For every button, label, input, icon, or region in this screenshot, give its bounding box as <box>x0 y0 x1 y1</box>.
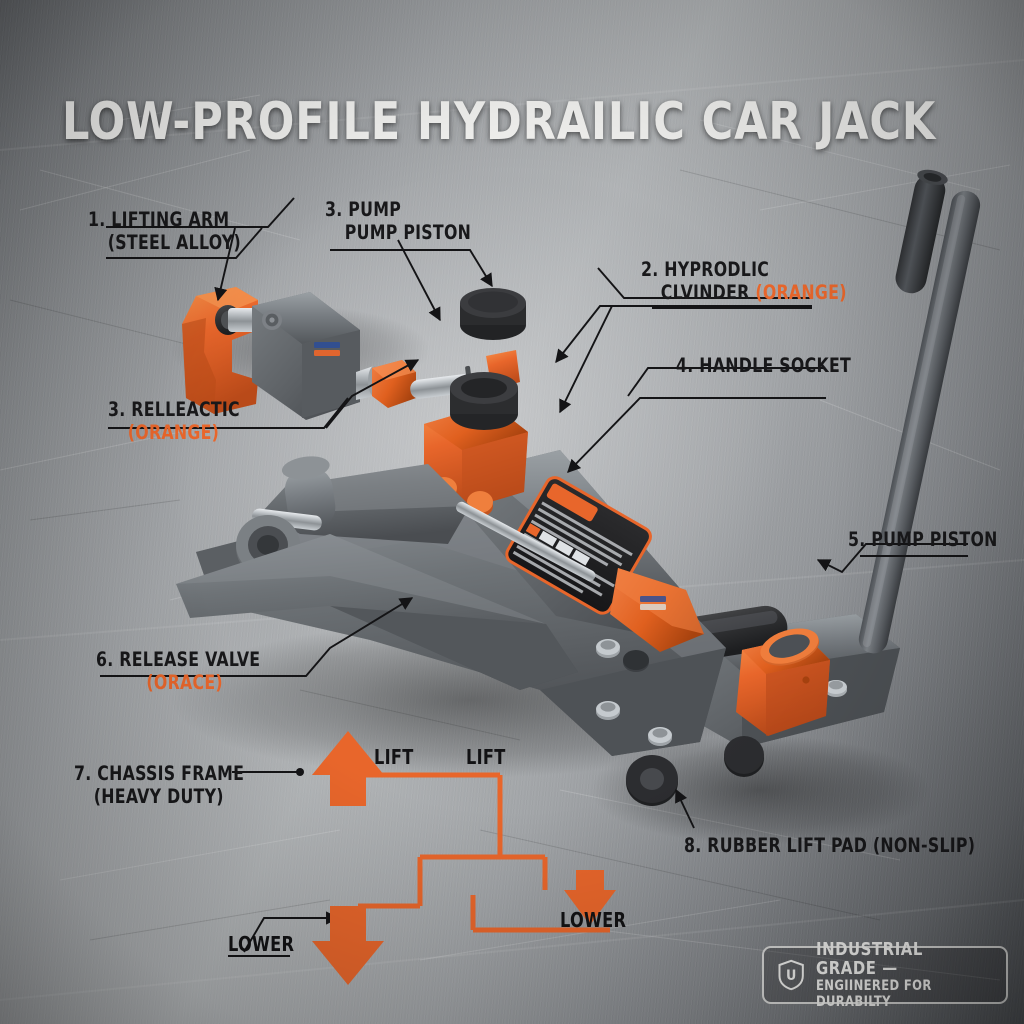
callout-pump-piston-top-line1: 3. PUMP <box>325 198 402 221</box>
badge-line-2: ENGIINERED FOR DURABILTY <box>816 978 933 1010</box>
flow-label-lift-left: LIFT <box>374 745 414 769</box>
callout-chassis-frame-line1: 7. CHASSIS FRAME <box>74 762 245 785</box>
callout-chassis-frame: 7. CHASSIS FRAME (HEAVY DUTY) <box>74 762 244 808</box>
callout-pump-piston-right: 5. PUMP PISTON <box>848 528 998 551</box>
callout-handle-socket: 4. HANDLE SOCKET <box>676 354 851 377</box>
handle-socket-assembly <box>736 628 830 736</box>
rear-caster <box>724 736 764 777</box>
callout-hydraulic-cylinder-line2-text: CLVINDER <box>660 281 750 304</box>
detached-rubber-pad <box>460 288 526 340</box>
callout-release-actuator-accent: (ORANGE) <box>127 421 220 444</box>
flow-label-lower-left: LOWER <box>228 932 295 956</box>
front-casters <box>626 755 678 806</box>
callout-rubber-lift-pad-line1: 8. RUBBER LIFT PAD (NON-SLIP) <box>684 834 976 857</box>
callout-release-valve-accent-wrap: (ORACE) <box>146 671 260 694</box>
shield-letter: U <box>786 968 796 984</box>
jack-handle <box>858 169 981 654</box>
callout-rubber-lift-pad: 8. RUBBER LIFT PAD (NON-SLIP) <box>684 834 975 857</box>
callout-release-valve-line1: 6. RELEASE VALVE <box>96 648 261 671</box>
callout-release-valve-accent: (ORACE) <box>146 671 223 694</box>
callout-pump-piston-top: 3. PUMP PUMP PISTON <box>325 198 471 244</box>
callout-hydraulic-cylinder-line2: CLVINDER (ORANGE) <box>661 281 847 304</box>
hydraulic-cylinder-body <box>470 450 704 652</box>
badge-text-block: INDUSTRIAL GRADE — ENGIINERED FOR DURABI… <box>816 940 993 1010</box>
shield-icon: U <box>778 959 804 991</box>
badge-line-1: INDUSTRIAL GRADE — <box>816 939 924 979</box>
callout-hydraulic-cylinder: 2. HYPRODLIC CLVINDER (ORANGE) <box>641 258 847 304</box>
callout-lifting-arm-line2: (STEEL ALLOY) <box>107 231 241 254</box>
callout-release-actuator-line1: 3. RELLEACTIC <box>108 398 240 421</box>
callout-release-valve: 6. RELEASE VALVE (ORACE) <box>96 648 260 694</box>
callout-release-actuator: 3. RELLEACTIC (ORANGE) <box>108 398 240 444</box>
callout-lifting-arm: 1. LIFTING ARM (STEEL ALLOY) <box>88 208 241 254</box>
callout-lifting-arm-line1: 1. LIFTING ARM <box>88 208 230 231</box>
page-title: LOW-PROFILE HYDRAILIC CAR JACK <box>62 91 937 152</box>
flow-label-lift-right: LIFT <box>466 745 506 769</box>
industrial-grade-badge: U INDUSTRIAL GRADE — ENGIINERED FOR DURA… <box>762 940 1008 1010</box>
callout-hydraulic-cylinder-line1: 2. HYPRODLIC <box>641 258 770 281</box>
callout-pump-piston-right-line1: 5. PUMP PISTON <box>848 528 998 551</box>
callout-handle-socket-line1: 4. HANDLE SOCKET <box>676 354 852 377</box>
callout-hydraulic-cylinder-accent: (ORANGE) <box>755 281 847 304</box>
callout-chassis-frame-line2: (HEAVY DUTY) <box>93 785 224 808</box>
callout-pump-piston-top-line2: PUMP PISTON <box>344 221 472 244</box>
flow-label-lower-right: LOWER <box>560 908 627 932</box>
